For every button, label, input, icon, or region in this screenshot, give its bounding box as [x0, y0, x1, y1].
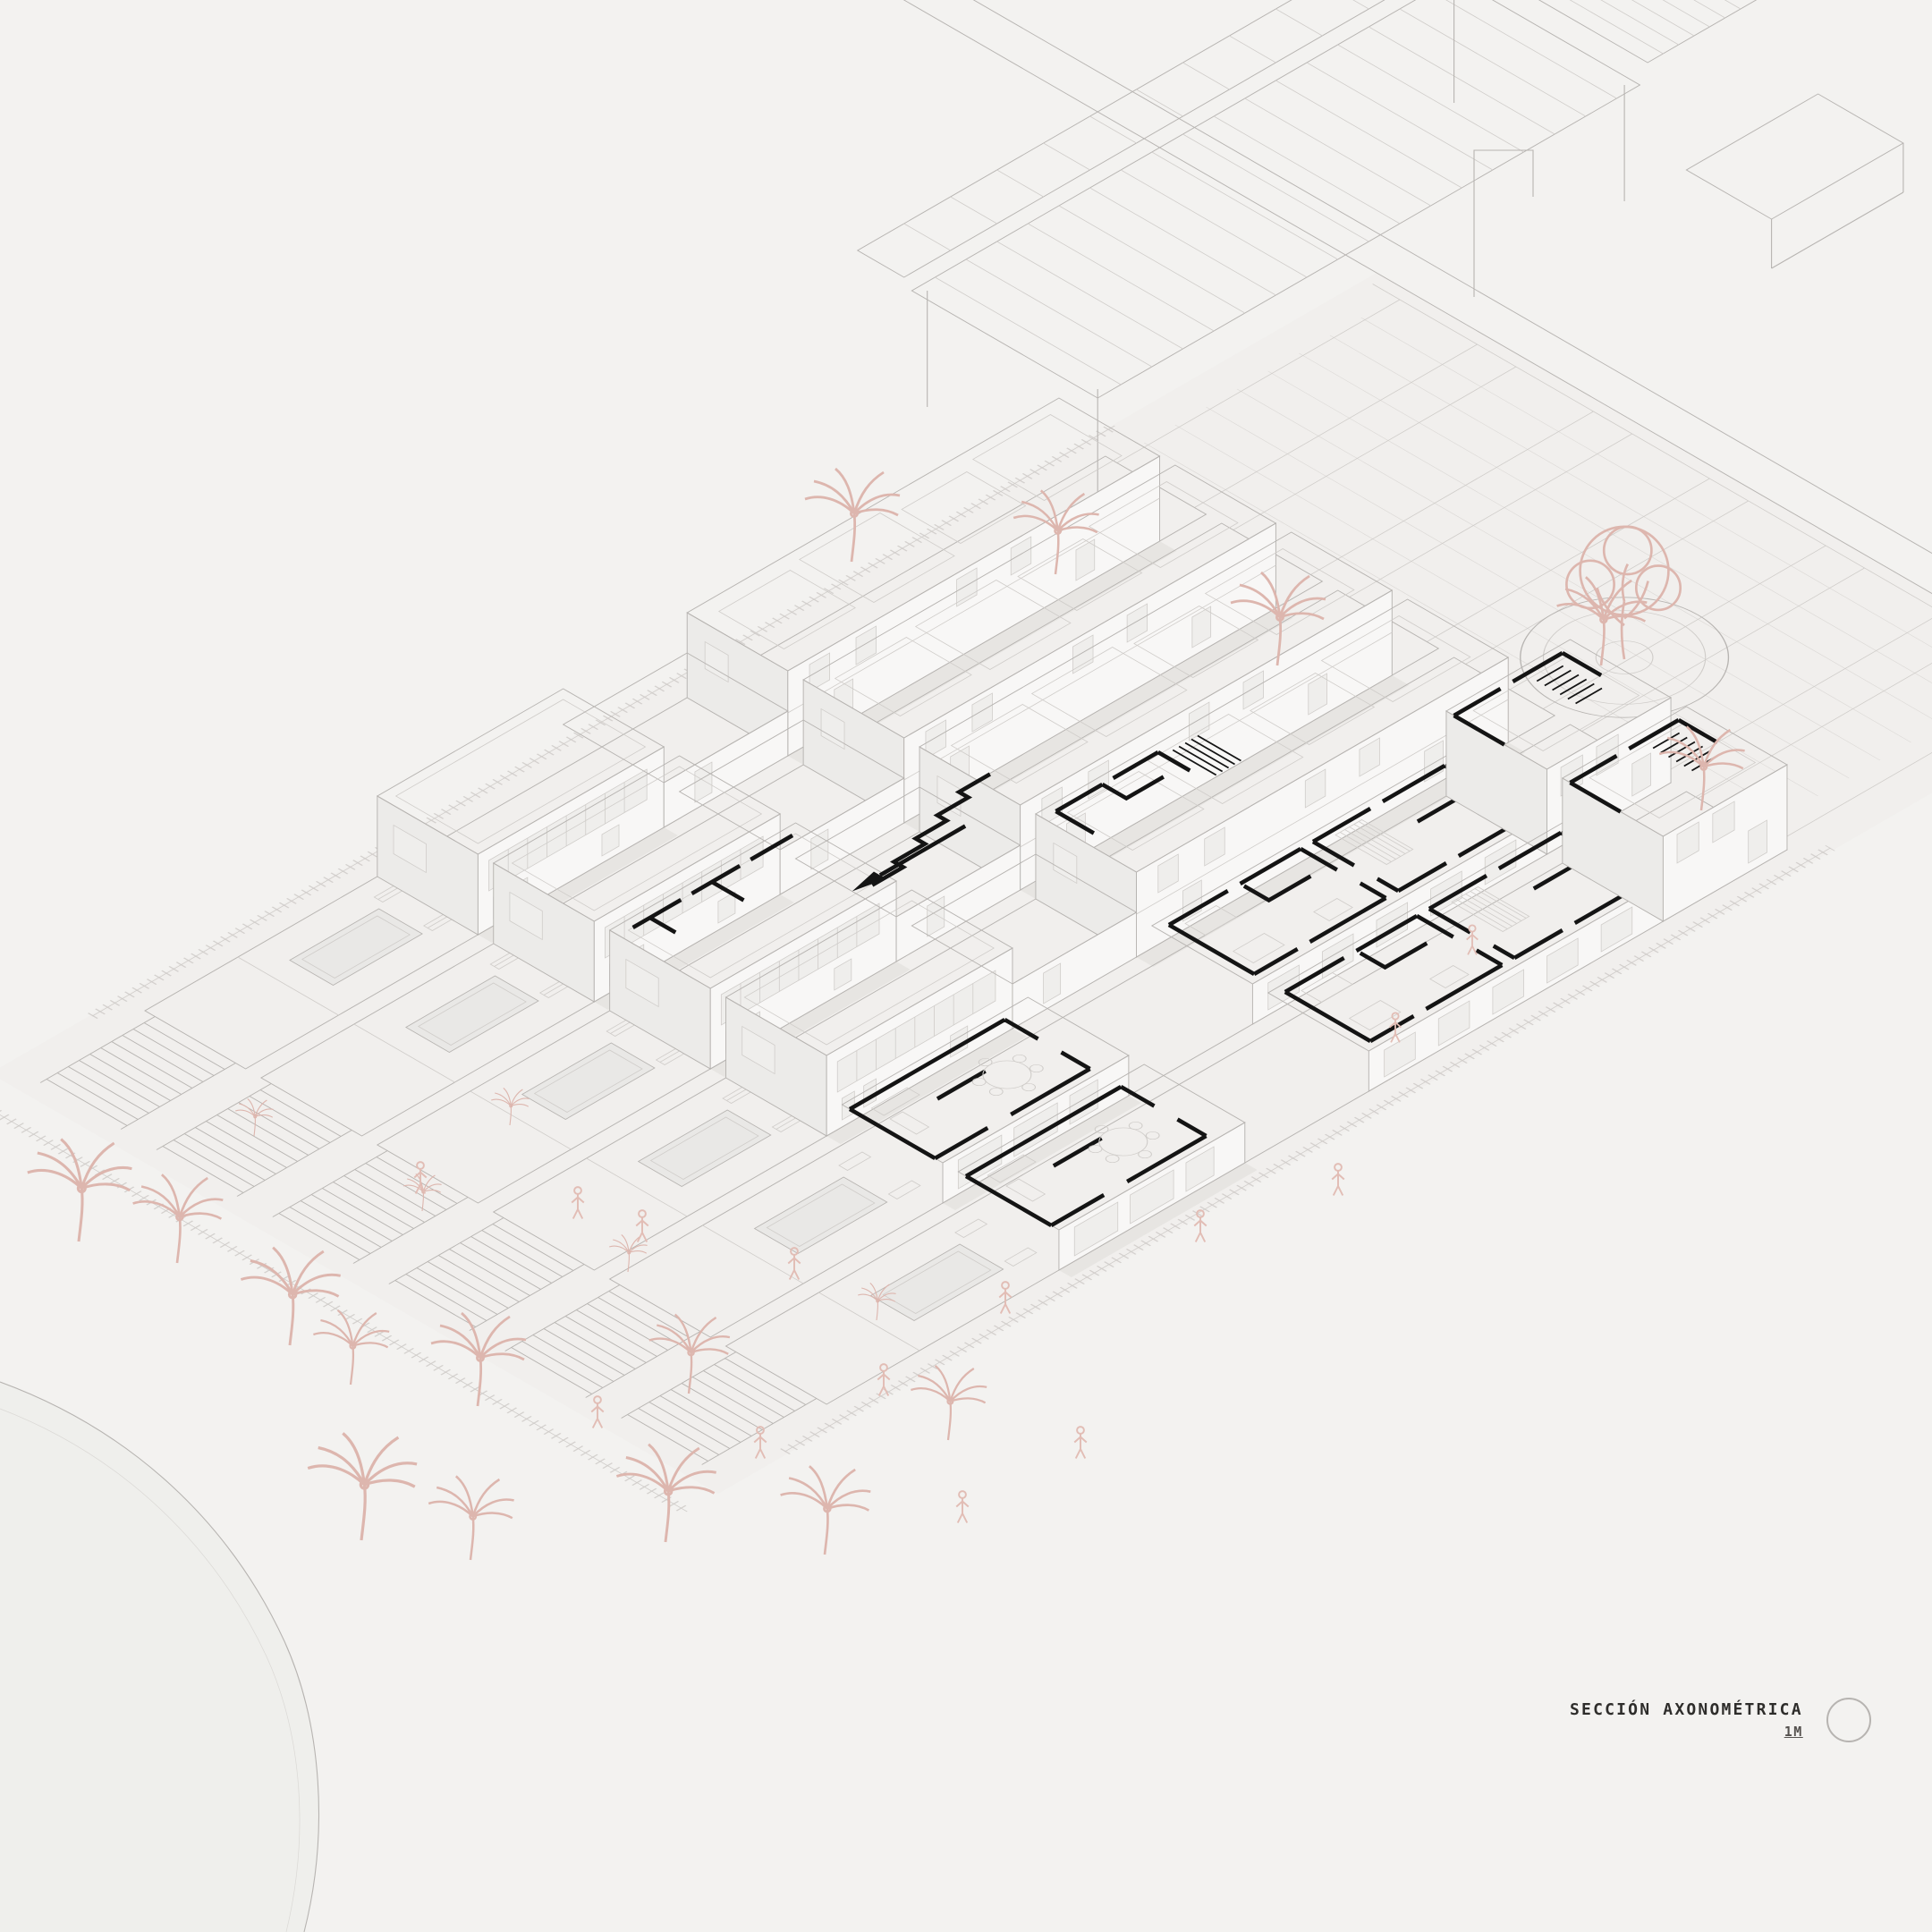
- drawing-title: SECCIÓN AXONOMÉTRICA: [1570, 1700, 1803, 1719]
- road-lines: [849, 0, 1932, 663]
- palm-tree-icon: [910, 1364, 988, 1442]
- title-block: SECCIÓN AXONOMÉTRICA 1M: [1570, 1698, 1871, 1742]
- scale-label: 1M: [1784, 1724, 1803, 1740]
- pergola-roof-strip: [856, 0, 1432, 278]
- palm-tree-icon: [779, 1464, 872, 1556]
- palm-tree-icon: [26, 1138, 133, 1243]
- storage-box: [1685, 93, 1904, 269]
- person-icon: [1073, 1426, 1088, 1460]
- person-icon: [1331, 1163, 1345, 1197]
- mast: [1473, 149, 1534, 297]
- palm-tree-icon: [312, 1309, 391, 1386]
- site: [0, 0, 1932, 1514]
- person-icon: [955, 1490, 970, 1524]
- plaza-paving: [1116, 284, 1932, 843]
- boundary-fences: [0, 423, 1835, 1514]
- scale-circle-icon: [1826, 1698, 1871, 1742]
- palm-tree-icon: [306, 1431, 419, 1542]
- beach-shoreline: [0, 1381, 319, 1932]
- palm-tree-icon: [427, 1475, 515, 1562]
- pergola-roof-small: [1499, 0, 1819, 64]
- pergola-roofs: [856, 0, 1904, 505]
- pergola-columns: [927, 0, 1625, 505]
